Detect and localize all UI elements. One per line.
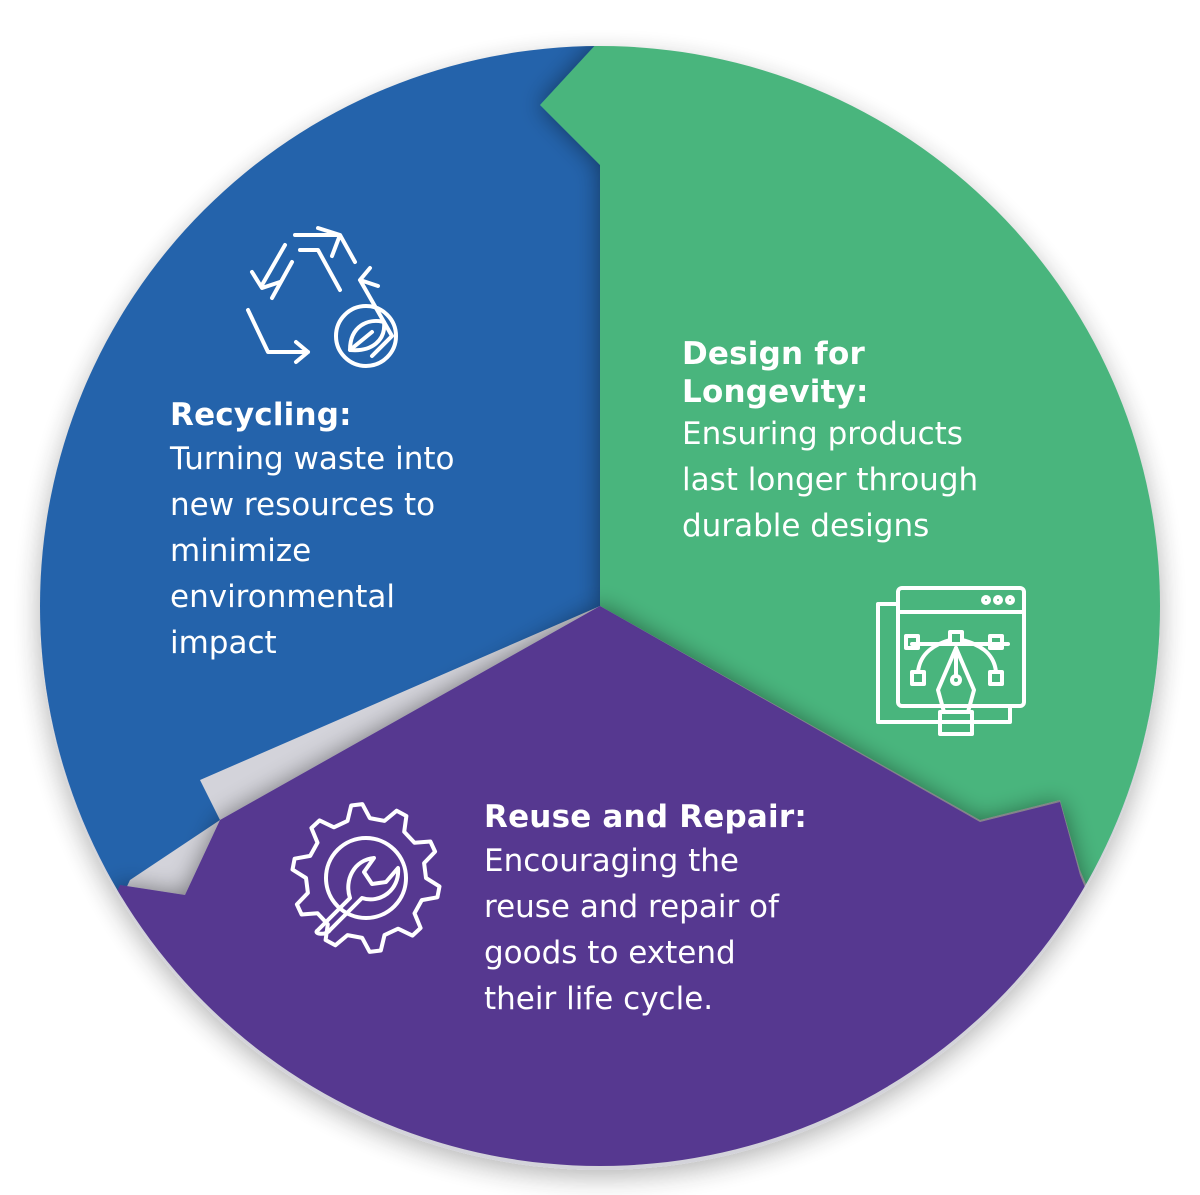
recycling-title: Recycling: [170, 397, 352, 433]
recycling-description: Turning waste into new resources to mini… [170, 441, 455, 661]
segment-reuse [40, 606, 1160, 1166]
reuse-description: Encouraging the reuse and repair of good… [484, 843, 779, 1017]
design-text: Design for Longevity: Ensuring products … [682, 335, 1102, 549]
reuse-title: Reuse and Repair: [484, 799, 807, 835]
recycle-leaf-icon [246, 226, 398, 368]
recycling-text: Recycling: Turning waste into new resour… [170, 396, 570, 666]
design-title: Design for Longevity: [682, 336, 869, 410]
design-description: Ensuring products last longer through du… [682, 416, 979, 544]
reuse-text: Reuse and Repair: Encouraging the reuse … [484, 798, 904, 1022]
design-window-pen-icon [876, 586, 1026, 736]
gear-wrench-icon [290, 802, 442, 954]
